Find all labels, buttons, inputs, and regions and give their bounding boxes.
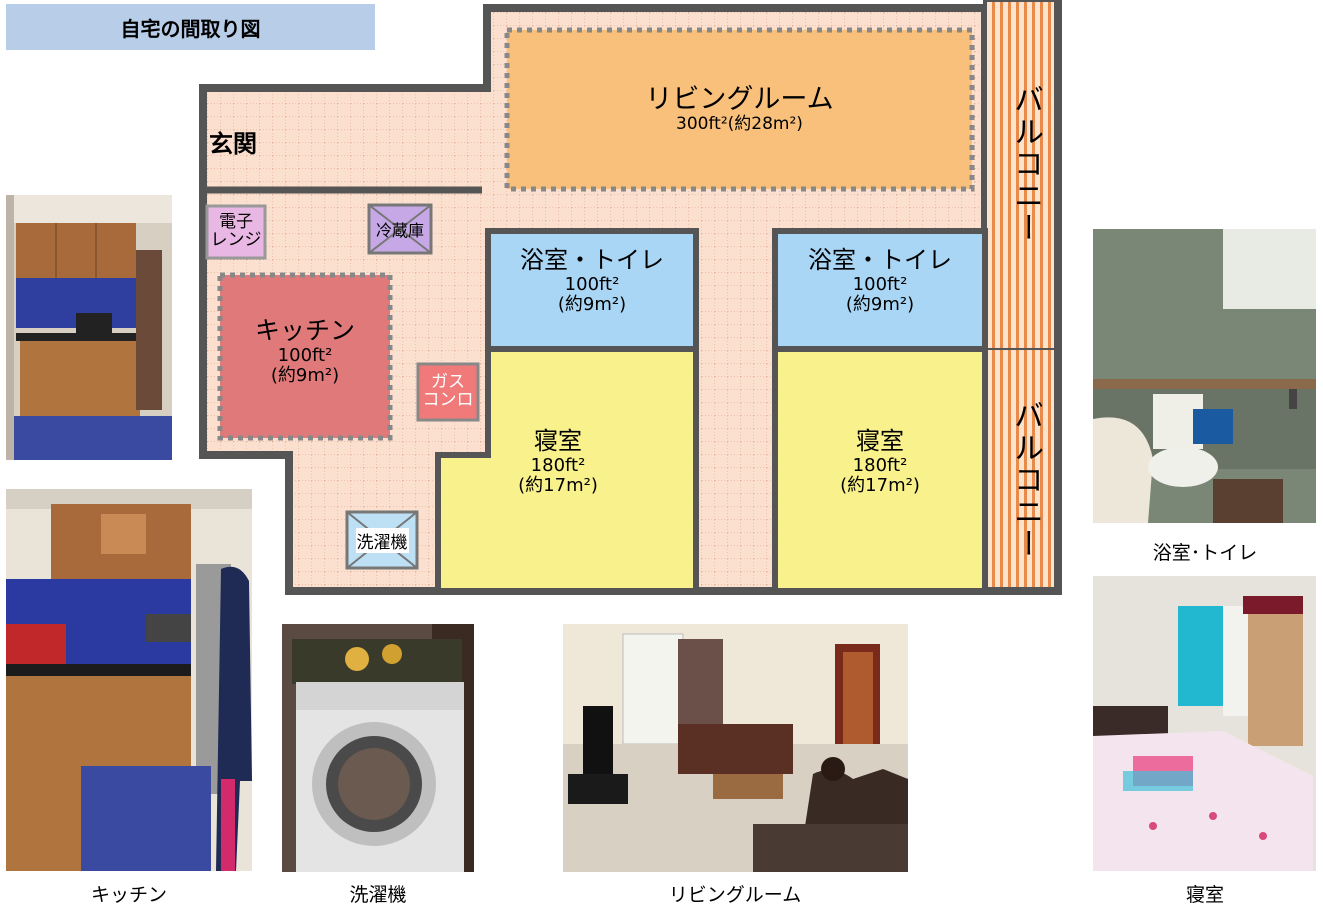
living-room-caption: リビングルーム — [668, 884, 802, 906]
washer-caption: 洗濯機 — [349, 884, 407, 906]
bedroom-1-metric: (約17m²) — [518, 475, 598, 497]
bedroom-2-name: 寝室 — [856, 427, 904, 455]
living-room-photo — [563, 624, 908, 872]
washer-photo — [282, 624, 474, 872]
bathroom-photo — [1093, 229, 1316, 523]
bath-room-2-name: 浴室・トイレ — [808, 246, 952, 274]
bath-room-2-area: 100ft² — [852, 273, 908, 295]
living-room-name: リビングルーム — [645, 84, 834, 115]
bedroom-1 — [435, 346, 699, 594]
kitchen-area: 100ft² — [277, 344, 333, 366]
page-title: 自宅の間取り図 — [6, 4, 375, 50]
kitchen-caption: キッチン — [90, 884, 167, 906]
bedroom-2-area: 180ft² — [852, 454, 908, 476]
bath-room-2-metric: (約9m²) — [845, 294, 915, 316]
microwave-label: 電子 レンジ — [207, 206, 265, 258]
gas-stove-box — [416, 362, 480, 422]
living-room — [504, 27, 975, 192]
bath-room-2-label: 浴室・トイレ 100ft² (約9m²) — [775, 246, 985, 316]
kitchen-area — [217, 272, 393, 441]
gas-stove-label: ガス コンロ — [418, 364, 478, 420]
kitchen-photo-1 — [6, 195, 172, 460]
kitchen-metric: (約9m²) — [270, 365, 340, 387]
kitchen-name: キッチン — [254, 316, 355, 345]
fridge-label: 冷蔵庫 — [369, 205, 431, 253]
bedroom-1-area: 180ft² — [530, 454, 586, 476]
bath-room-1-name: 浴室・トイレ — [520, 246, 664, 274]
bath-room-1-label: 浴室・トイレ 100ft² (約9m²) — [488, 246, 696, 316]
living-room-label: リビングルーム 300ft²(約28m²) — [507, 84, 972, 135]
bedroom-2-metric: (約17m²) — [840, 475, 920, 497]
microwave-text: 電子 レンジ — [210, 212, 262, 250]
balcony-label-top: バルコニー — [1008, 84, 1043, 244]
bedroom-1-name: 寝室 — [534, 427, 582, 455]
entrance-label: 玄関 — [209, 130, 257, 158]
fridge-text: 冷蔵庫 — [375, 221, 424, 240]
bath-room-1-area: 100ft² — [564, 273, 620, 295]
living-room-area: 300ft²(約28m²) — [676, 114, 803, 135]
bedroom-caption: 寝室 — [1185, 884, 1224, 906]
kitchen-label: キッチン 100ft² (約9m²) — [220, 316, 390, 387]
bedroom-1-label: 寝室 180ft² (約17m²) — [488, 427, 628, 497]
bedroom-2-label: 寝室 180ft² (約17m²) — [775, 427, 985, 497]
bath-room-1-metric: (約9m²) — [557, 294, 627, 316]
balcony-label-bottom: バルコニー — [1008, 400, 1043, 560]
kitchen-photo-2 — [6, 489, 252, 871]
bathroom-caption: 浴室･トイレ — [1152, 542, 1258, 564]
bath-room-2 — [772, 228, 988, 352]
washer-label: 洗濯機 — [347, 512, 417, 568]
gas-stove-text: ガス コンロ — [422, 372, 474, 410]
bedroom-2 — [772, 346, 988, 594]
washer-text: 洗濯機 — [355, 527, 409, 553]
microwave-box — [205, 204, 267, 260]
bedroom-photo — [1093, 576, 1316, 871]
